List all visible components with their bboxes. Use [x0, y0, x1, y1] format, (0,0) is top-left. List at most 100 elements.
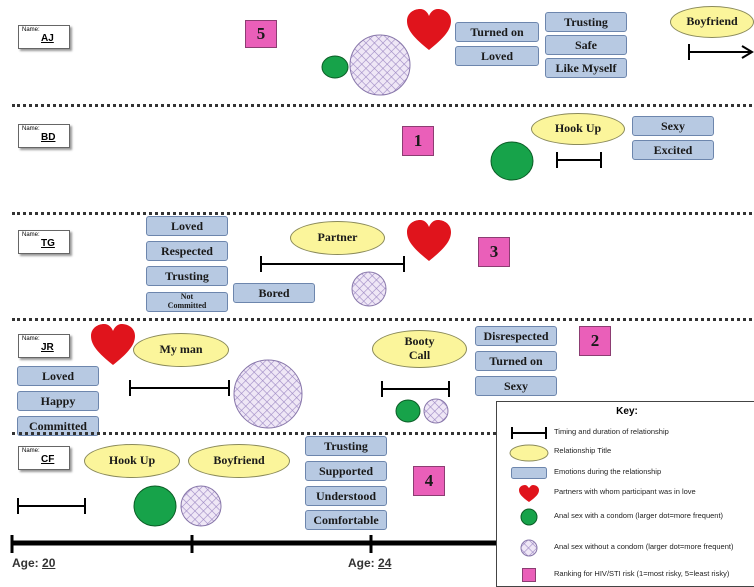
age-prefix: Age: — [12, 556, 39, 570]
relationship-timeline — [129, 380, 230, 396]
timeline-bar-icon — [511, 427, 547, 439]
emotion-box: Safe — [545, 35, 627, 55]
legend-item: Emotions during the relationship — [497, 464, 754, 484]
age-axis — [10, 535, 496, 553]
emotion-box: Trusting — [545, 12, 627, 32]
age-value: 24 — [378, 556, 392, 570]
legend-text: Partners with whom participant was in lo… — [554, 487, 696, 496]
emotion-box: Sexy — [475, 376, 557, 396]
participant-name: TG — [41, 238, 55, 249]
legend-item: Timing and duration of relationship — [497, 424, 754, 444]
emotion-box: Loved — [146, 216, 228, 236]
emotion-box: Loved — [455, 46, 539, 66]
no-condom-dot — [423, 398, 449, 424]
heart-icon — [91, 324, 135, 365]
legend-title: Key: — [616, 406, 638, 417]
emotion-box: Loved — [17, 366, 99, 386]
no-condom-dot — [233, 359, 303, 429]
emotion-box: Happy — [17, 391, 99, 411]
legend-item: Relationship Title — [497, 443, 754, 463]
emotion-box: Turned on — [455, 22, 539, 42]
emotion-box: Bored — [233, 283, 315, 303]
emotion-box: Committed — [17, 416, 99, 436]
relationship-timeline — [260, 256, 405, 272]
condom-dot — [395, 399, 421, 423]
legend-item: Partners with whom participant was in lo… — [497, 484, 754, 504]
risk-rank-badge: 3 — [478, 237, 510, 267]
name-box-aj: Name: AJ — [18, 25, 70, 49]
emotion-box: Turned on — [475, 351, 557, 371]
participant-name: JR — [41, 342, 54, 353]
emotion-box: Not Committed — [146, 292, 228, 312]
condom-dot — [133, 485, 177, 527]
age-prefix: Age: — [348, 556, 375, 570]
relationship-timeline — [17, 498, 86, 514]
no-condom-dot — [180, 485, 222, 527]
relationship-title: Hook Up — [531, 113, 625, 145]
row-divider — [12, 432, 496, 435]
legend-text: Emotions during the relationship — [554, 467, 662, 476]
name-label: Name: — [22, 27, 40, 33]
legend-item: Anal sex with a condom (larger dot=more … — [497, 508, 754, 528]
risk-rank-badge: 5 — [245, 20, 277, 48]
row-divider — [12, 318, 752, 321]
legend-item: Ranking for HIV/STI risk (1=most risky, … — [497, 566, 754, 586]
participant-name: BD — [41, 132, 56, 143]
risk-rank-badge: 4 — [413, 466, 445, 496]
name-label: Name: — [22, 232, 40, 238]
row-divider — [12, 212, 752, 215]
relationship-title: Hook Up — [84, 444, 180, 478]
emotion-box: Respected — [146, 241, 228, 261]
legend-item: Anal sex without a condom (larger dot=mo… — [497, 539, 754, 559]
name-box-bd: Name: BD — [18, 124, 70, 148]
name-label: Name: — [22, 336, 40, 342]
legend-text: Anal sex with a condom (larger dot=more … — [554, 511, 724, 520]
relationship-timeline — [556, 152, 602, 168]
relationship-timeline — [381, 381, 450, 397]
name-label: Name: — [22, 126, 40, 132]
green-dot-icon — [520, 508, 538, 526]
emotion-box: Trusting — [146, 266, 228, 286]
emotion-box: Comfortable — [305, 510, 387, 530]
pink-square-icon — [522, 568, 536, 582]
risk-rank-badge: 2 — [579, 326, 611, 356]
age-label-24: Age: 24 — [348, 556, 391, 570]
age-value: 20 — [42, 556, 56, 570]
legend-key: Key: Timing and duration of relationship… — [496, 401, 754, 587]
participant-name: CF — [41, 454, 55, 465]
legend-text: Relationship Title — [554, 446, 612, 455]
heart-icon — [407, 9, 451, 50]
legend-text: Ranking for HIV/STI risk (1=most risky, … — [554, 569, 730, 578]
name-box-jr: Name: JR — [18, 334, 70, 358]
legend-text: Timing and duration of relationship — [554, 427, 669, 436]
emotion-box: Sexy — [632, 116, 714, 136]
emotion-box: Disrespected — [475, 326, 557, 346]
name-label: Name: — [22, 448, 40, 454]
relationship-title: Boyfriend — [188, 444, 290, 478]
no-condom-dot — [349, 34, 411, 96]
relationship-title: Booty Call — [372, 330, 467, 368]
hatched-dot-icon — [520, 539, 538, 557]
age-label-20: Age: 20 — [12, 556, 55, 570]
relationship-title: My man — [133, 333, 229, 367]
emotion-box: Like Myself — [545, 58, 627, 78]
emotion-box: Trusting — [305, 436, 387, 456]
legend-text: Anal sex without a condom (larger dot=mo… — [554, 542, 734, 551]
heart-icon — [407, 220, 451, 261]
name-box-tg: Name: TG — [18, 230, 70, 254]
name-box-cf: Name: CF — [18, 446, 70, 470]
risk-rank-badge: 1 — [402, 126, 434, 156]
relationship-timeline-arrow — [688, 44, 754, 60]
heart-icon — [519, 485, 539, 502]
blue-box-icon — [511, 467, 547, 479]
emotion-box: Supported — [305, 461, 387, 481]
condom-dot — [490, 141, 534, 181]
emotion-box: Understood — [305, 486, 387, 506]
row-divider — [12, 104, 752, 107]
yellow-oval-icon — [509, 444, 549, 462]
emotion-box: Excited — [632, 140, 714, 160]
relationship-title: Partner — [290, 221, 385, 255]
condom-dot — [321, 55, 349, 79]
relationship-title: Boyfriend — [670, 6, 754, 38]
participant-name: AJ — [41, 33, 54, 44]
